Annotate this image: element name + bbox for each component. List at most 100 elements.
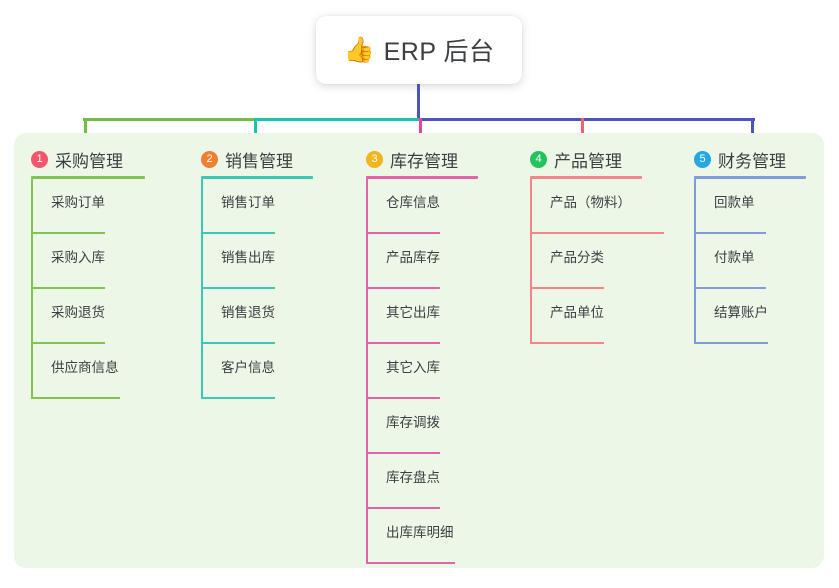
module-item-rule: [31, 397, 120, 399]
module-item-label: 客户信息: [221, 360, 275, 375]
module-item-rule: [530, 342, 604, 344]
module-item-label: 其它出库: [386, 305, 440, 320]
column-header-rule: [694, 176, 806, 179]
module-item-label: 产品分类: [550, 250, 604, 265]
module-item-label: 产品（物料）: [550, 195, 631, 210]
module-item-rule: [694, 342, 768, 344]
column-title: 销售管理: [225, 151, 293, 171]
column-spine: [31, 179, 33, 399]
module-column-产品管理[interactable]: 4 产品管理产品（物料） 产品分类产品单位: [521, 142, 664, 344]
module-item-label: 销售退货: [221, 305, 275, 320]
module-item[interactable]: 销售退货: [201, 289, 313, 344]
module-item-rule: [366, 507, 440, 509]
module-item[interactable]: 产品库存: [366, 234, 478, 289]
module-item-rule: [31, 287, 105, 289]
column-title: 采购管理: [55, 151, 123, 171]
module-item-label: 回款单: [714, 195, 755, 210]
module-item[interactable]: 产品分类: [530, 234, 642, 289]
module-column-库存管理[interactable]: 3 库存管理仓库信息产品库存其它出库其它入库库存调拨库存盘点出库库明细: [357, 142, 478, 564]
connector-bus-blue: [421, 118, 755, 121]
module-item-label: 结算账户: [714, 305, 768, 320]
column-spine: [366, 179, 368, 564]
column-items: 销售订单销售出库销售退货客户信息: [201, 179, 313, 399]
column-spine: [694, 179, 696, 344]
module-item-label: 采购订单: [51, 195, 105, 210]
column-header-库存管理[interactable]: 3 库存管理: [357, 142, 478, 176]
column-items: 产品（物料） 产品分类产品单位: [530, 179, 664, 344]
module-item-label: 库存调拨: [386, 415, 440, 430]
module-item[interactable]: 出库库明细: [366, 509, 478, 564]
module-item[interactable]: 其它出库: [366, 289, 478, 344]
column-items: 回款单付款单结算账户: [694, 179, 806, 344]
module-item[interactable]: 付款单: [694, 234, 806, 289]
module-item[interactable]: 供应商信息: [31, 344, 145, 399]
column-spine: [201, 179, 203, 399]
module-item[interactable]: 采购入库: [31, 234, 145, 289]
column-title: 库存管理: [390, 151, 458, 171]
column-title: 财务管理: [718, 151, 786, 171]
module-item-rule: [366, 232, 440, 234]
module-item[interactable]: 回款单: [694, 179, 806, 234]
column-number-badge: 4: [530, 150, 547, 168]
module-item[interactable]: 产品单位: [530, 289, 642, 344]
thumbs-up-icon: 👍: [343, 35, 375, 64]
column-header-财务管理[interactable]: 5 财务管理: [685, 142, 806, 176]
column-number-badge: 2: [201, 150, 218, 168]
module-item[interactable]: 采购订单: [31, 179, 145, 234]
module-item-rule: [201, 287, 275, 289]
column-header-产品管理[interactable]: 4 产品管理: [521, 142, 642, 176]
column-items: 仓库信息产品库存其它出库其它入库库存调拨库存盘点出库库明细: [366, 179, 478, 564]
module-item-rule: [366, 287, 440, 289]
module-item-rule: [201, 342, 275, 344]
module-item-label: 采购入库: [51, 250, 105, 265]
module-item-rule: [201, 232, 275, 234]
module-item-label: 销售出库: [221, 250, 275, 265]
column-number-badge: 3: [366, 150, 383, 168]
root-node-content: 👍 ERP 后台: [343, 32, 494, 68]
modules-board: [14, 133, 824, 568]
module-column-采购管理[interactable]: 1 采购管理采购订单采购入库采购退货供应商信息: [22, 142, 145, 399]
column-header-销售管理[interactable]: 2 销售管理: [192, 142, 313, 176]
module-item-label: 销售订单: [221, 195, 275, 210]
module-item-label: 出库库明细: [386, 525, 454, 540]
connector-bus-teal: [254, 118, 421, 121]
module-column-财务管理[interactable]: 5 财务管理回款单付款单结算账户: [685, 142, 806, 344]
module-item[interactable]: 销售订单: [201, 179, 313, 234]
module-item[interactable]: 库存调拨: [366, 399, 478, 454]
module-item-rule: [366, 397, 440, 399]
module-item[interactable]: 其它入库: [366, 344, 478, 399]
module-item[interactable]: 客户信息: [201, 344, 313, 399]
module-item-label: 采购退货: [51, 305, 105, 320]
column-header-rule: [201, 176, 313, 179]
module-item-label: 付款单: [714, 250, 755, 265]
module-item-label: 产品库存: [386, 250, 440, 265]
module-item-rule: [366, 452, 440, 454]
module-item[interactable]: 库存盘点: [366, 454, 478, 509]
module-item-rule: [31, 342, 105, 344]
module-item-rule: [530, 232, 664, 234]
column-header-采购管理[interactable]: 1 采购管理: [22, 142, 145, 176]
module-column-销售管理[interactable]: 2 销售管理销售订单销售出库销售退货客户信息: [192, 142, 313, 399]
module-item-rule: [31, 232, 105, 234]
module-item[interactable]: 销售出库: [201, 234, 313, 289]
module-item-label: 其它入库: [386, 360, 440, 375]
column-header-rule: [31, 176, 145, 179]
connector-root-stem: [417, 84, 420, 121]
module-item-rule: [366, 342, 440, 344]
module-item-rule: [694, 232, 766, 234]
root-node-erp-backend[interactable]: 👍 ERP 后台: [316, 16, 522, 84]
module-item[interactable]: 产品（物料）: [530, 179, 664, 234]
module-item[interactable]: 仓库信息: [366, 179, 478, 234]
column-number-badge: 5: [694, 150, 711, 168]
column-header-rule: [366, 176, 478, 179]
module-item-label: 产品单位: [550, 305, 604, 320]
module-item-rule: [694, 287, 766, 289]
column-title: 产品管理: [554, 151, 622, 171]
connector-bus-green: [83, 118, 255, 121]
module-item[interactable]: 结算账户: [694, 289, 806, 344]
module-item-label: 库存盘点: [386, 470, 440, 485]
module-item[interactable]: 采购退货: [31, 289, 145, 344]
column-number-badge: 1: [31, 150, 48, 168]
column-spine: [530, 179, 532, 344]
